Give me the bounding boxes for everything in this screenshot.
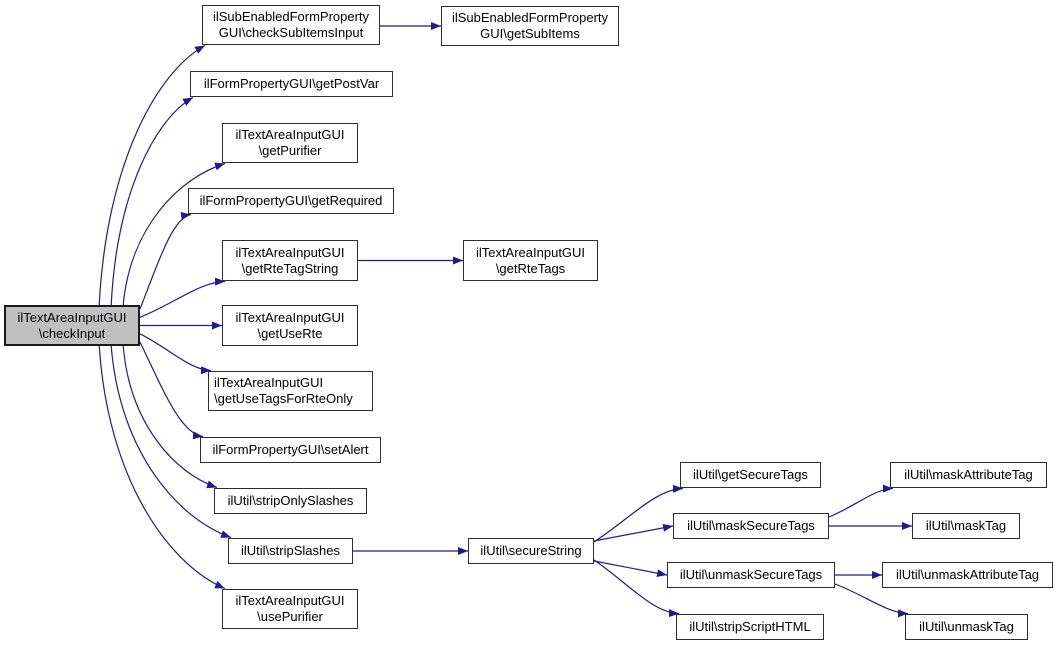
edge-secureString-stripScriptHTML (593, 559, 680, 618)
node-label: ilTextAreaInputGUI (214, 375, 324, 390)
edge-checkInput-getPurifier (122, 162, 226, 306)
edge-checkInput-stripSlashes (110, 345, 232, 539)
edge-maskSecureTags-maskAttributeTag (828, 484, 894, 518)
edge-unmaskSecureTags-unmaskTag (834, 583, 909, 618)
node-stripOnlySlashes[interactable]: ilUtil\stripOnlySlashes (214, 488, 367, 514)
node-label: ilSubEnabledFormProperty (212, 9, 370, 24)
node-maskSecureTags[interactable]: ilUtil\maskSecureTags (673, 513, 829, 539)
edge-checkInput-getRequired (139, 212, 192, 310)
node-label: ilUtil\getSecureTags (693, 467, 808, 482)
edge-secureString-unmaskSecureTags (593, 560, 668, 578)
edge-checkInput-getRteTagString (139, 277, 226, 318)
node-label: GUI\getSubItems (480, 26, 580, 41)
node-label: ilTextAreaInputGUI (475, 244, 586, 260)
node-label: GUI\checkSubItemsInput (218, 25, 364, 40)
node-unmaskTag[interactable]: ilUtil\unmaskTag (905, 614, 1028, 640)
edge-checkInput-usePurifier (98, 345, 226, 590)
node-label: ilUtil\unmaskTag (919, 619, 1014, 634)
node-label: \getRteTags (495, 260, 566, 276)
node-label: ilTextAreaInputGUI (235, 127, 345, 142)
node-getRteTags[interactable]: ilTextAreaInputGUI\getRteTags (463, 240, 598, 281)
node-label: ilUtil\maskAttributeTag (904, 467, 1033, 482)
node-label: \checkInput (38, 325, 106, 341)
edge-checkInput-stripOnlySlashes (122, 345, 218, 489)
node-label: ilTextAreaInputGUI (235, 593, 345, 608)
node-label: ilTextAreaInputGUI (235, 309, 345, 325)
node-label: ilUtil\unmaskAttributeTag (895, 567, 1040, 582)
node-stripSlashes[interactable]: ilUtil\stripSlashes (228, 538, 353, 564)
node-label: ilTextAreaInputGUI (235, 244, 345, 260)
node-unmaskSecureTags[interactable]: ilUtil\unmaskSecureTags (667, 562, 835, 588)
edge-secureString-maskSecureTags (593, 523, 674, 542)
node-label: \getPurifier (258, 143, 322, 158)
node-label: ilUtil\maskSecureTags (687, 518, 815, 533)
edge-secureString-getSecureTags (593, 484, 684, 543)
edge-checkInput-setAlert (139, 341, 204, 440)
node-label: ilUtil\stripOnlySlashes (227, 493, 354, 508)
node-label: ilUtil\maskTag (925, 518, 1007, 533)
node-label: \getUseRte (257, 325, 323, 341)
node-label: \usePurifier (257, 609, 323, 624)
node-label: \getRteTagString (241, 260, 339, 276)
node-getPostVar[interactable]: ilFormPropertyGUI\getPostVar (190, 71, 393, 97)
node-label: \getUseTagsForRteOnly (214, 391, 353, 406)
node-secureString[interactable]: ilUtil\secureString (468, 538, 594, 564)
node-label: ilUtil\unmaskSecureTags (679, 567, 823, 582)
node-getUseTagsForRteOnly[interactable]: ilTextAreaInputGUI\getUseTagsForRteOnly (208, 371, 373, 411)
node-label: ilTextAreaInputGUI (17, 309, 127, 325)
edge-checkInput-getUseTagsForRteOnly (139, 333, 212, 375)
node-setAlert[interactable]: ilFormPropertyGUI\setAlert (200, 437, 381, 463)
node-label: ilFormPropertyGUI\setAlert (212, 442, 369, 457)
edge-checkInput-getPostVar (110, 96, 194, 306)
node-label: ilUtil\stripScriptHTML (689, 619, 811, 634)
node-maskAttributeTag[interactable]: ilUtil\maskAttributeTag (890, 462, 1047, 488)
node-label: ilUtil\stripSlashes (241, 543, 340, 558)
node-getUseRte[interactable]: ilTextAreaInputGUI\getUseRte (222, 305, 358, 346)
node-label: ilSubEnabledFormProperty (451, 10, 609, 25)
node-checkInput: ilTextAreaInputGUI\checkInput (4, 305, 140, 346)
edge-checkInput-checkSubItemsInput (98, 44, 206, 306)
node-label: ilFormPropertyGUI\getRequired (199, 193, 383, 208)
node-stripScriptHTML[interactable]: ilUtil\stripScriptHTML (676, 614, 824, 640)
node-getRteTagString[interactable]: ilTextAreaInputGUI\getRteTagString (222, 240, 358, 281)
node-getSecureTags[interactable]: ilUtil\getSecureTags (680, 462, 821, 488)
node-maskTag[interactable]: ilUtil\maskTag (912, 513, 1020, 539)
node-usePurifier[interactable]: ilTextAreaInputGUI\usePurifier (222, 589, 358, 629)
node-label: ilFormPropertyGUI\getPostVar (203, 76, 380, 91)
node-unmaskAttributeTag[interactable]: ilUtil\unmaskAttributeTag (882, 562, 1053, 588)
node-label: ilUtil\secureString (480, 543, 582, 558)
node-getPurifier[interactable]: ilTextAreaInputGUI\getPurifier (222, 123, 358, 163)
node-getRequired[interactable]: ilFormPropertyGUI\getRequired (188, 188, 394, 214)
